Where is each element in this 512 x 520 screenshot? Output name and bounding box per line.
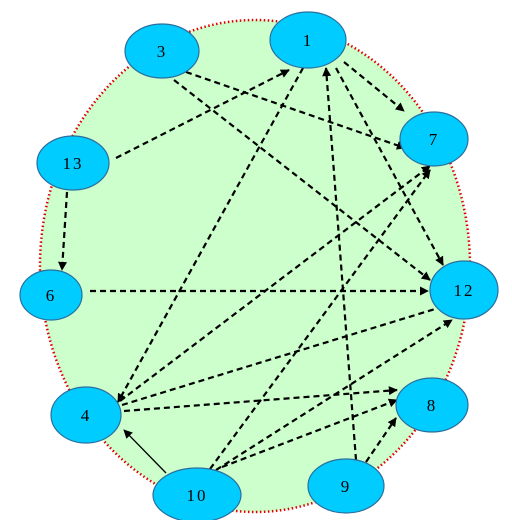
node-7-shape xyxy=(399,111,469,167)
edge-9-to-8 xyxy=(365,417,397,463)
node-7: 7 xyxy=(399,111,469,167)
edge-10-to-8 xyxy=(221,398,398,469)
node-10-shape xyxy=(152,467,242,520)
edge-10-to-12 xyxy=(215,319,453,471)
node-3-shape xyxy=(124,23,200,79)
edge-3-to-7 xyxy=(185,70,406,150)
node-1: 1 xyxy=(269,11,347,69)
node-12: 12 xyxy=(429,260,499,320)
edges-layer xyxy=(58,61,453,474)
edge-3-to-12 xyxy=(173,79,431,281)
node-1-shape xyxy=(269,11,347,69)
node-4-shape xyxy=(50,386,122,444)
node-8-shape xyxy=(395,377,469,433)
node-3-label: 3 xyxy=(157,42,168,61)
node-4-label: 4 xyxy=(81,406,92,425)
edge-13-to-6 xyxy=(58,191,69,271)
edge-1-to-7 xyxy=(343,61,405,112)
node-6-label: 6 xyxy=(46,286,57,305)
node-13-label: 13 xyxy=(63,154,84,173)
edge-9-to-1 xyxy=(322,67,358,461)
node-13-shape xyxy=(36,135,110,191)
node-8-label: 8 xyxy=(427,396,438,415)
node-9-shape xyxy=(307,458,385,514)
node-6: 6 xyxy=(19,269,83,321)
node-3: 3 xyxy=(124,23,200,79)
node-10: 10 xyxy=(152,467,242,520)
edge-13-to-1 xyxy=(115,69,290,159)
node-12-label: 12 xyxy=(454,281,475,300)
edge-1-to-4 xyxy=(117,67,304,403)
node-1-label: 1 xyxy=(303,31,314,50)
edge-1-to-12 xyxy=(335,67,444,266)
node-12-shape xyxy=(429,260,499,320)
node-8: 8 xyxy=(395,377,469,433)
node-13: 13 xyxy=(36,135,110,191)
node-4: 4 xyxy=(50,386,122,444)
node-9: 9 xyxy=(307,458,385,514)
edge-4-to-8 xyxy=(123,386,398,413)
node-7-label: 7 xyxy=(429,130,440,149)
edge-10-to-4 xyxy=(123,429,167,474)
edge-10-to-7 xyxy=(209,169,431,470)
edge-4-to-12 xyxy=(121,303,449,407)
edge-4-to-7 xyxy=(119,165,431,402)
node-6-shape xyxy=(19,269,83,321)
node-9-label: 9 xyxy=(341,477,352,496)
node-10-label: 10 xyxy=(187,486,208,505)
